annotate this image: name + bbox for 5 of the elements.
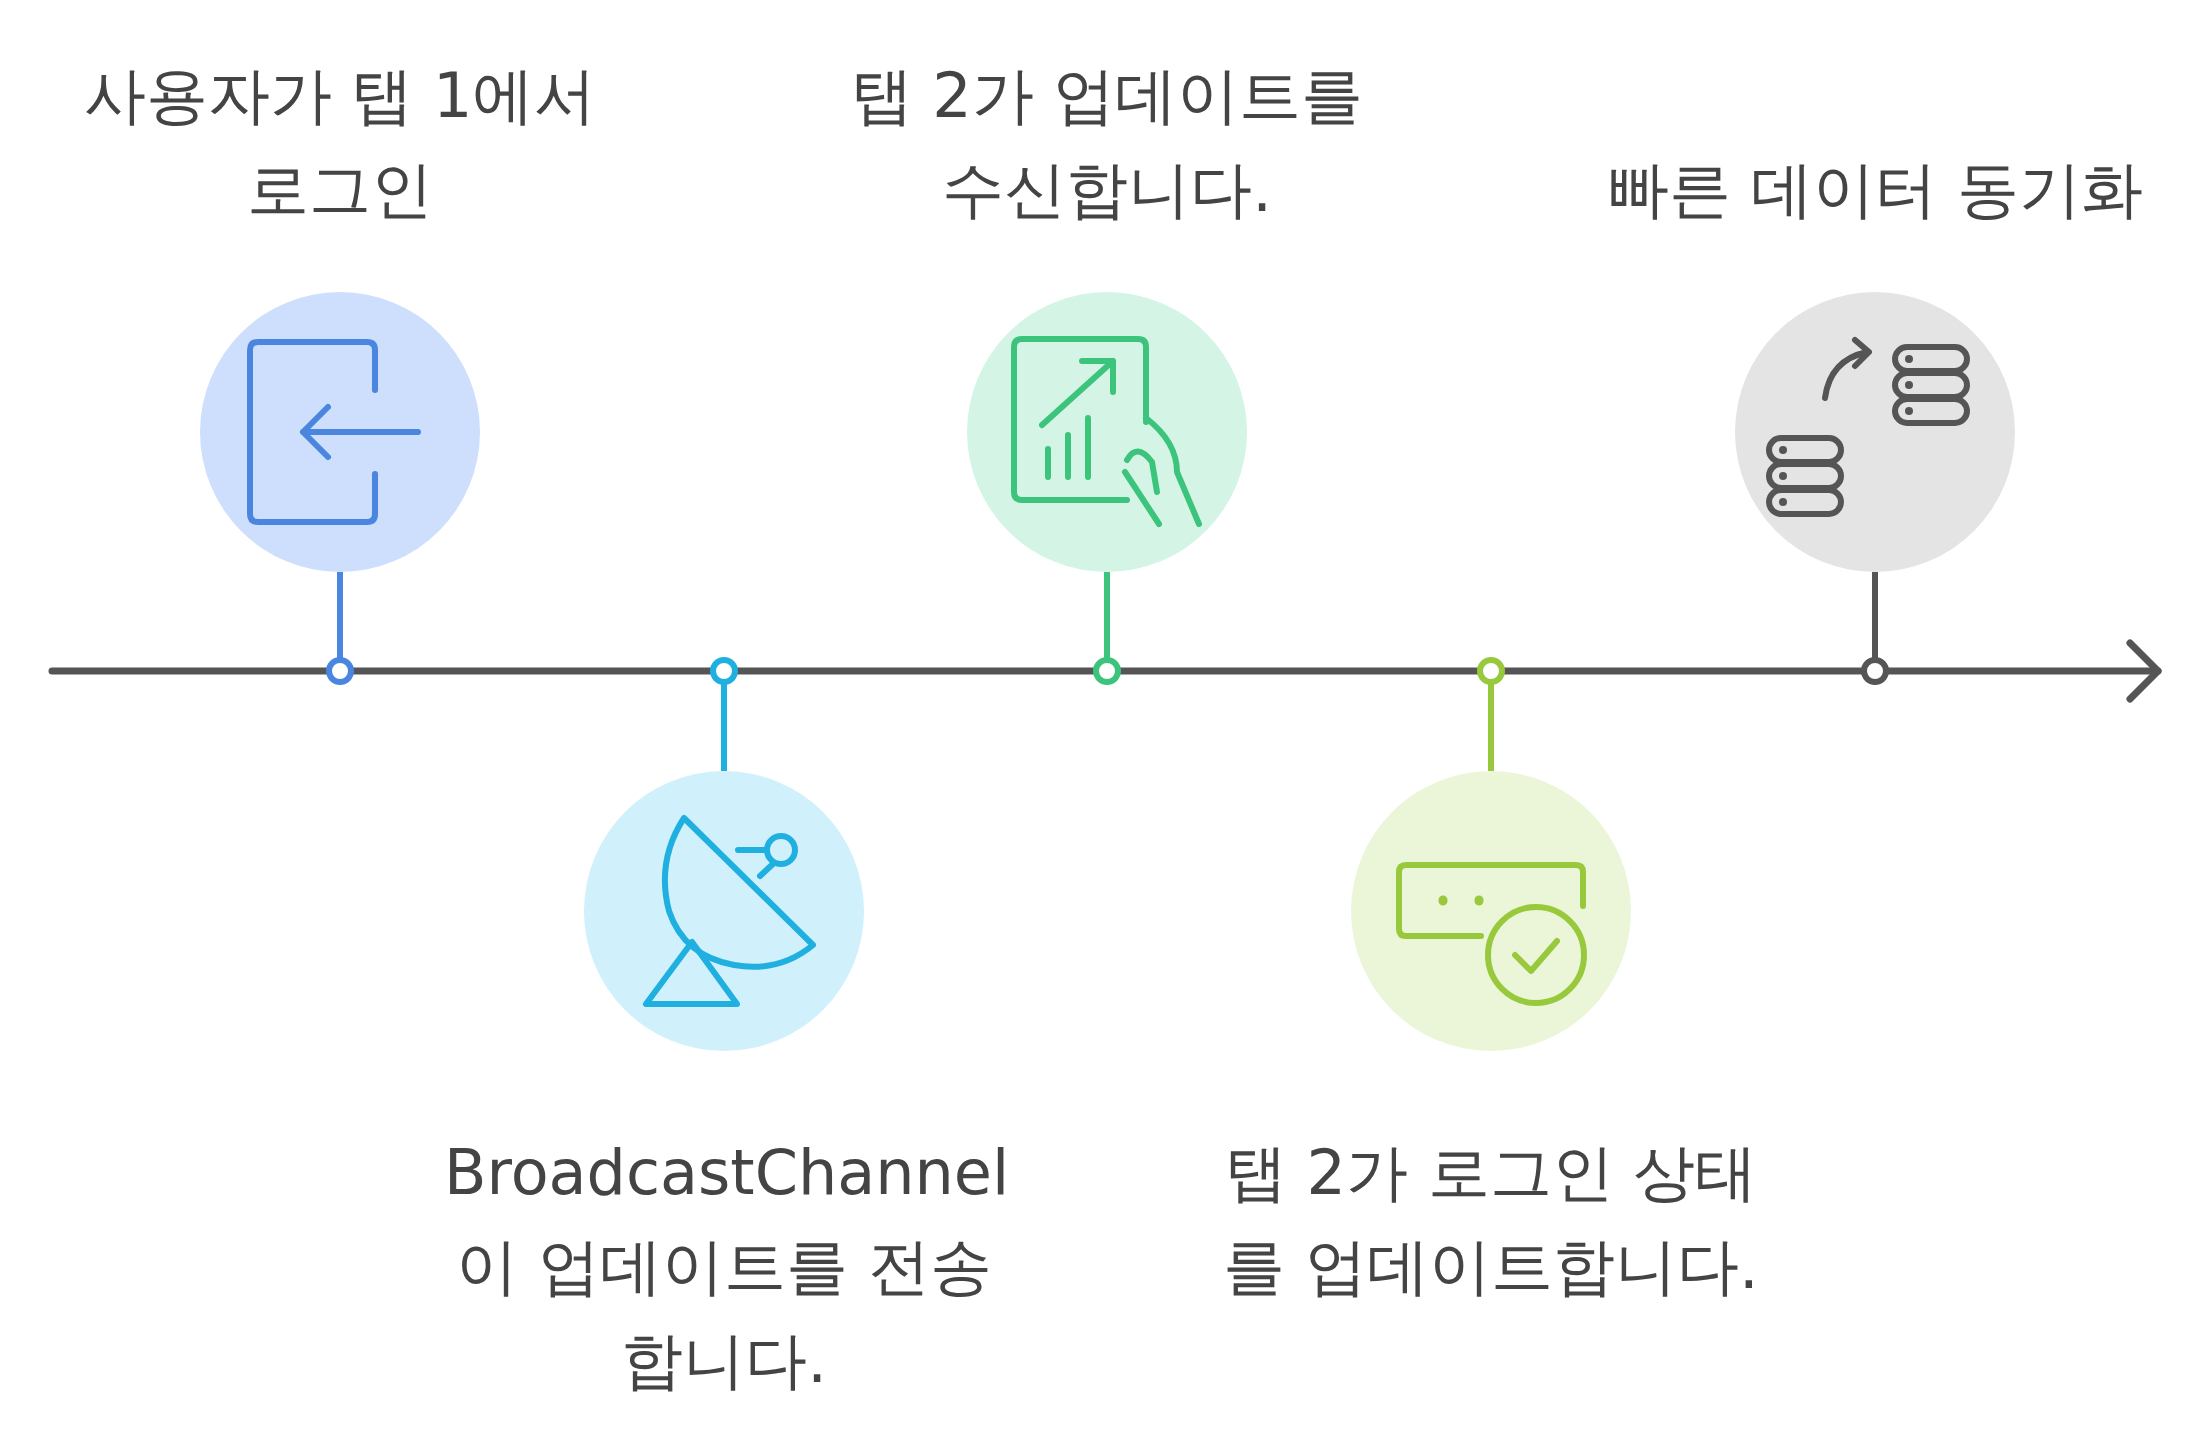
step-label: 사용자가 탭 1에서 로그인 [82,58,598,228]
step-label: 탭 2가 업데이트를 수신합니다. [849,58,1365,228]
step-label: 빠른 데이터 동기화 [1606,152,2144,228]
step-label: BroadcastChannel이 업데이트를 전송합니다. [444,1135,1004,1399]
step-label: 탭 2가 로그인 상태를 업데이트합니다. [1222,1135,1760,1305]
